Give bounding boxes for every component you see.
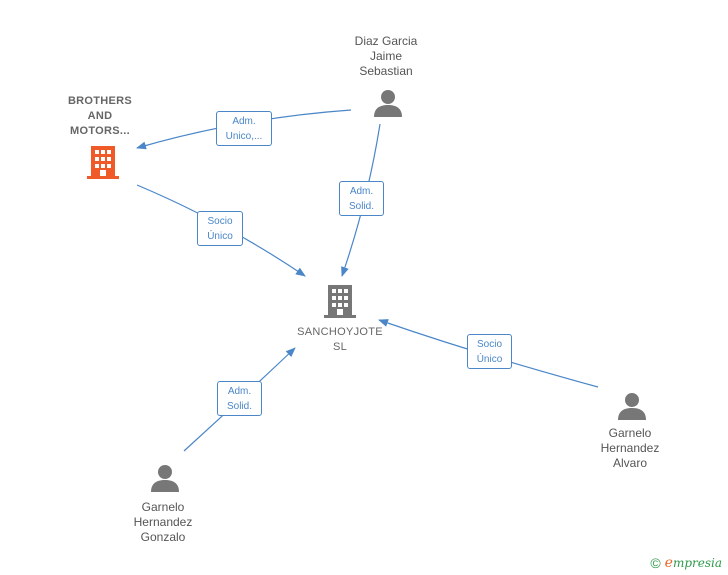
edge-label-adm-unico[interactable]: Adm. Unico,... [216, 111, 272, 146]
node-label-garnelo-gonzalo[interactable]: Garnelo Hernandez Gonzalo [103, 500, 223, 545]
brand-initial: e [664, 555, 673, 571]
node-label-sanchoyjote[interactable]: SANCHOYJOTE SL [280, 325, 400, 355]
node-label-garnelo-alvaro[interactable]: Garnelo Hernandez Alvaro [570, 426, 690, 471]
empresia-footer[interactable]: © empresia [650, 555, 722, 571]
edge-label-line: Único [207, 231, 233, 242]
building-icon[interactable] [323, 284, 357, 318]
label-line: Gonzalo [140, 530, 186, 544]
label-line: Garnelo [141, 500, 185, 514]
label-line: Jaime [369, 49, 402, 63]
node-label-brothers-and-motors[interactable]: BROTHERS AND MOTORS... [50, 94, 150, 139]
edge-label-socio-unico[interactable]: Socio Único [467, 334, 512, 369]
edge-label-line: Socio [207, 216, 233, 227]
edge-label-adm-solid[interactable]: Adm. Solid. [217, 381, 262, 416]
edge-label-line: Adm. [227, 386, 252, 397]
label-line: Hernandez [600, 441, 660, 455]
label-line: Sebastian [359, 64, 413, 78]
brand-logo: empresia [665, 555, 722, 571]
label-line: AND [87, 110, 113, 122]
edge-label-line: Solid. [226, 401, 252, 412]
label-line: SANCHOYJOTE [297, 326, 383, 338]
label-line: Alvaro [612, 456, 647, 470]
person-icon[interactable] [373, 88, 403, 118]
label-line: Hernandez [133, 515, 193, 529]
copyright-icon: © [650, 555, 661, 571]
label-line: MOTORS... [70, 125, 130, 137]
person-icon[interactable] [617, 391, 647, 421]
label-line: Garnelo [608, 426, 652, 440]
label-line: SL [332, 341, 348, 353]
building-icon[interactable] [86, 145, 120, 179]
edge-label-line: Adm. [349, 186, 374, 197]
edge-label-line: Solid. [348, 201, 374, 212]
edge-label-line: Unico,... [225, 131, 263, 142]
edge-label-socio-unico[interactable]: Socio Único [197, 211, 243, 246]
edge-label-line: Socio [476, 339, 502, 350]
edge-label-line: Único [476, 354, 503, 365]
edge-label-adm-solid[interactable]: Adm. Solid. [339, 181, 384, 216]
edge-label-line: Adm. [232, 116, 256, 127]
person-icon[interactable] [150, 463, 180, 493]
label-line: BROTHERS [67, 95, 133, 107]
brand-name: mpresia [672, 556, 722, 570]
node-label-diaz-garcia[interactable]: Diaz Garcia Jaime Sebastian [326, 34, 446, 79]
label-line: Diaz Garcia [354, 34, 418, 48]
